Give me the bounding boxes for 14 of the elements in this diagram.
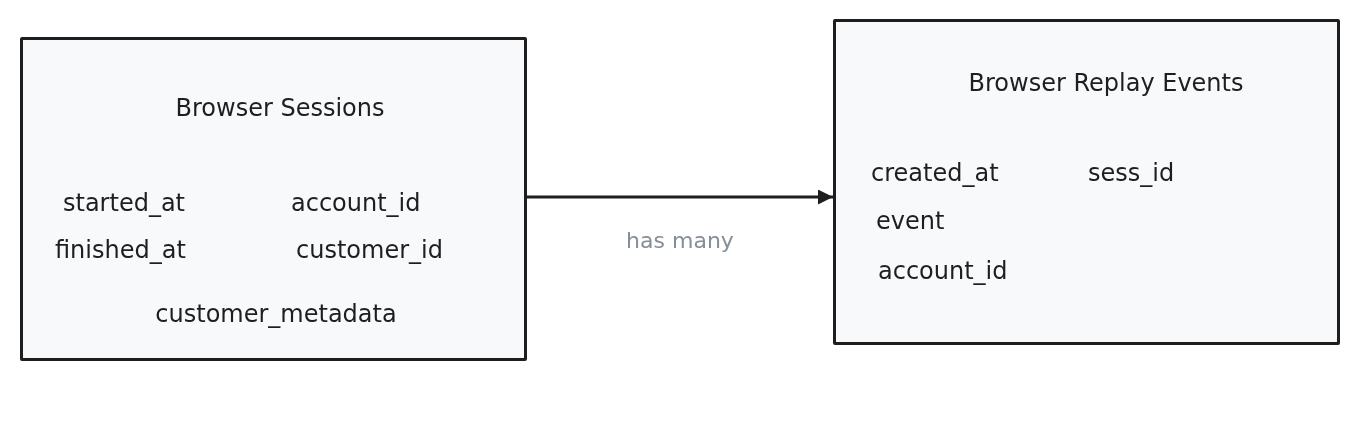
table-box bbox=[20, 37, 527, 361]
column-name: account_id bbox=[291, 189, 421, 217]
column-name: account_id bbox=[878, 257, 1008, 285]
column-name: customer_id bbox=[296, 236, 443, 264]
arrow bbox=[527, 189, 833, 205]
table-title: Browser Sessions bbox=[175, 94, 385, 122]
column-name: finished_at bbox=[55, 236, 186, 264]
table-box bbox=[833, 19, 1340, 345]
table-title: Browser Replay Events bbox=[968, 69, 1244, 97]
column-name: customer_metadata bbox=[155, 300, 397, 328]
column-name: started_at bbox=[63, 189, 185, 217]
column-name: created_at bbox=[871, 159, 999, 187]
column-name: sess_id bbox=[1088, 159, 1175, 187]
column-name: event bbox=[876, 207, 945, 235]
